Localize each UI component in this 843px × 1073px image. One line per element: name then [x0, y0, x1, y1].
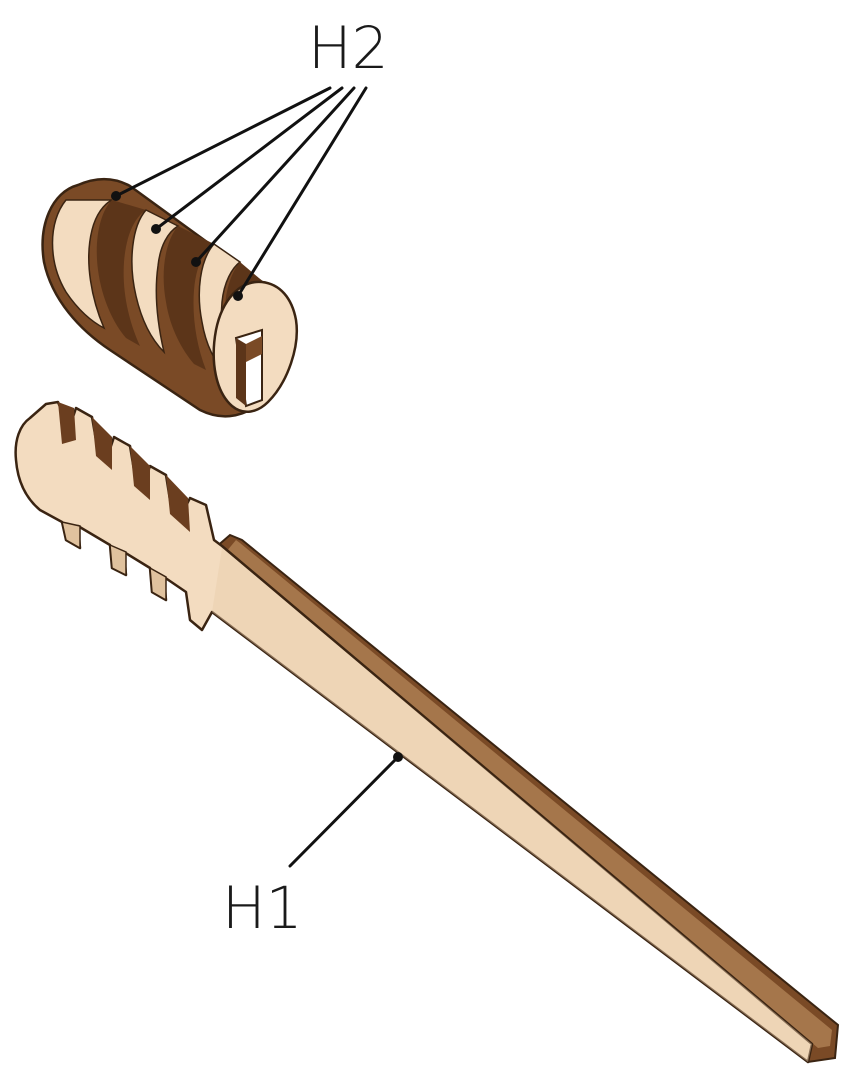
leader-h2-dot-3	[191, 257, 201, 267]
leader-h2-dot-2	[151, 224, 161, 234]
label-h2: H2	[308, 14, 389, 82]
part-h1-stick	[16, 402, 838, 1062]
part-h2-cylinder	[43, 179, 297, 416]
end-cap-slot-wall	[236, 338, 246, 406]
stick-side-stripe	[226, 540, 832, 1048]
leader-h2-dot-4	[233, 291, 243, 301]
leader-h1-dot	[393, 752, 403, 762]
leader-h2-dot-1	[111, 191, 121, 201]
label-h1: H1	[222, 874, 303, 942]
label-h1-group: H1	[222, 752, 403, 942]
leader-h2-2	[156, 88, 342, 229]
leader-h1	[290, 757, 398, 866]
stick-top-shade	[212, 548, 812, 1062]
